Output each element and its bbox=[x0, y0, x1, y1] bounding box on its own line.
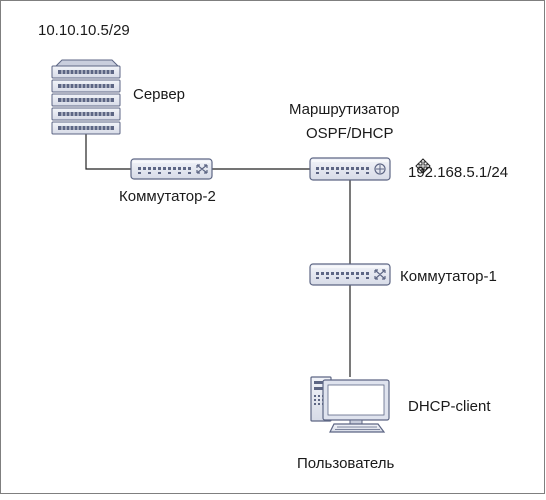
network-switch-icon[interactable] bbox=[309, 263, 391, 286]
server-rack-icon[interactable] bbox=[51, 59, 121, 135]
link-server-switch2 bbox=[85, 134, 131, 170]
client-label: DHCP-client bbox=[408, 398, 491, 415]
network-switch-icon[interactable] bbox=[130, 158, 213, 180]
router-label-line2: OSPF/DHCP bbox=[306, 125, 394, 142]
network-address-label: 10.10.10.5/29 bbox=[38, 22, 130, 39]
router-icon[interactable] bbox=[309, 157, 391, 181]
switch2-label: Коммутатор-2 bbox=[119, 188, 216, 205]
move-cursor-icon bbox=[415, 158, 431, 174]
desktop-computer-icon[interactable] bbox=[310, 376, 390, 433]
router-ip-label: 192.168.5.1/24 bbox=[408, 164, 509, 181]
router-label-line1: Маршрутизатор bbox=[289, 101, 400, 118]
user-label: Пользователь bbox=[297, 455, 395, 472]
server-label: Сервер bbox=[133, 86, 186, 103]
switch1-label: Коммутатор-1 bbox=[400, 268, 497, 285]
